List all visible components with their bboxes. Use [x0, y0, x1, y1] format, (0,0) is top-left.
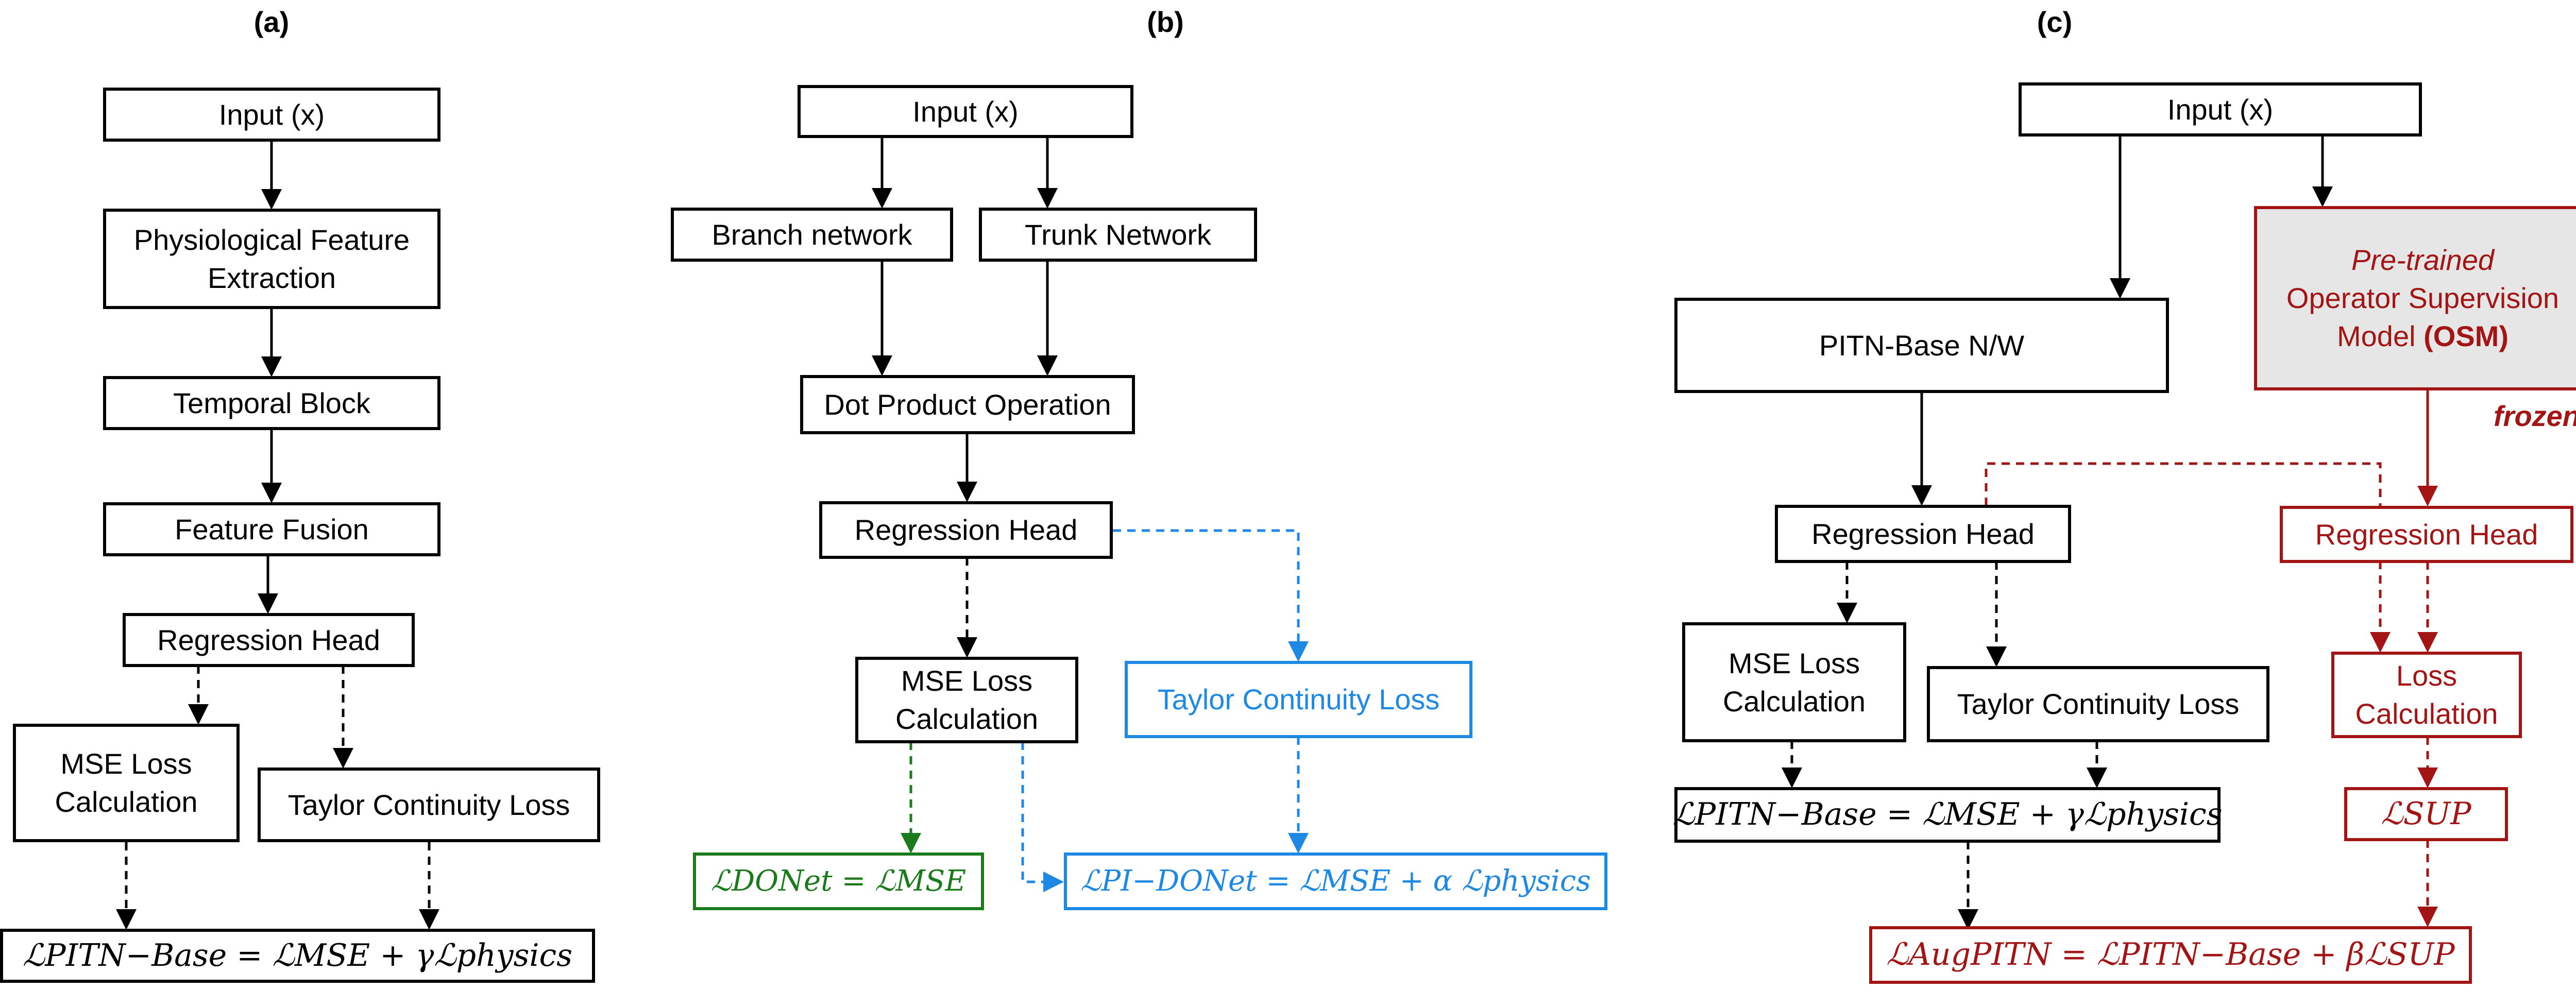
- panel-c-regression-head-box: Regression Head: [1775, 505, 2071, 563]
- panel-c-aug-pitn-formula: ℒAugPITN = ℒPITN−Base + βℒSUP: [1869, 926, 2472, 984]
- panel-b-input-box: Input (x): [798, 85, 1133, 138]
- panel-c-sup-formula: ℒSUP: [2344, 787, 2508, 841]
- panel-c-osm-regression-head-box: Regression Head: [2280, 506, 2573, 563]
- panel-a-taylor-loss-box: Taylor Continuity Loss: [258, 768, 600, 842]
- loss-calc-line1: Loss: [2396, 659, 2458, 692]
- mse-line2: Calculation: [895, 703, 1039, 735]
- loss-calc-line2: Calculation: [2355, 697, 2498, 730]
- mse-line1: MSE Loss: [1728, 646, 1860, 679]
- panel-b-dot-product-box: Dot Product Operation: [800, 375, 1135, 434]
- panel-c-label: (c): [2037, 6, 2073, 38]
- panel-a-input-box: Input (x): [103, 88, 440, 142]
- panel-b-donet-formula: ℒDONet = ℒMSE: [693, 852, 984, 910]
- panel-c-osm-box: Pre-trained Operator Supervision Model (…: [2254, 206, 2576, 390]
- panel-c-pitn-base-formula: ℒPITN−Base = ℒMSE + γℒphysics: [1672, 787, 2223, 843]
- osm-line1: Pre-trained: [2351, 244, 2495, 277]
- panel-b-regression-head-box: Regression Head: [819, 501, 1113, 559]
- panel-b-branch-network-box: Branch network: [671, 208, 953, 262]
- arrow-b-mse-to-pi-formula: [1021, 742, 1064, 892]
- osm-line3-bold: (OSM): [2424, 319, 2509, 352]
- osm-line2: Operator Supervision: [2286, 282, 2560, 315]
- panel-b-trunk-network-box: Trunk Network: [979, 208, 1257, 262]
- panel-a-temporal-block-box: Temporal Block: [103, 376, 440, 430]
- panel-b-taylor-loss-box: Taylor Continuity Loss: [1125, 661, 1472, 738]
- panel-a-feature-fusion-box: Feature Fusion: [103, 502, 440, 556]
- osm-line3-prefix: Model: [2337, 319, 2424, 352]
- mse-line2: Calculation: [55, 786, 198, 818]
- panel-a-label: (a): [253, 6, 290, 38]
- panel-c-input-box: Input (x): [2019, 82, 2422, 137]
- panel-a-regression-head-box: Regression Head: [123, 613, 415, 667]
- panel-c-pitn-base-box: PITN-Base N/W: [1674, 298, 2169, 393]
- feature-extraction-line1: Physiological Feature: [133, 223, 410, 256]
- panel-a-pitn-base-formula: ℒPITN−Base = ℒMSE + γℒphysics: [0, 929, 595, 983]
- mse-line1: MSE Loss: [901, 664, 1033, 697]
- frozen-label: frozen: [2494, 400, 2576, 432]
- panel-b-pi-donet-formula: ℒPI−DONet = ℒMSE + α ℒphysics: [1064, 852, 1607, 910]
- panel-b-label: (b): [1147, 6, 1184, 38]
- panel-c-taylor-loss-box: Taylor Continuity Loss: [1927, 666, 2269, 742]
- mse-line1: MSE Loss: [60, 747, 192, 780]
- arrow-c-regression-to-loss-calc: [1985, 462, 2391, 653]
- mse-line2: Calculation: [1722, 685, 1866, 718]
- feature-extraction-line2: Extraction: [207, 261, 336, 294]
- arrow-b-regression-to-taylor: [1113, 529, 1309, 662]
